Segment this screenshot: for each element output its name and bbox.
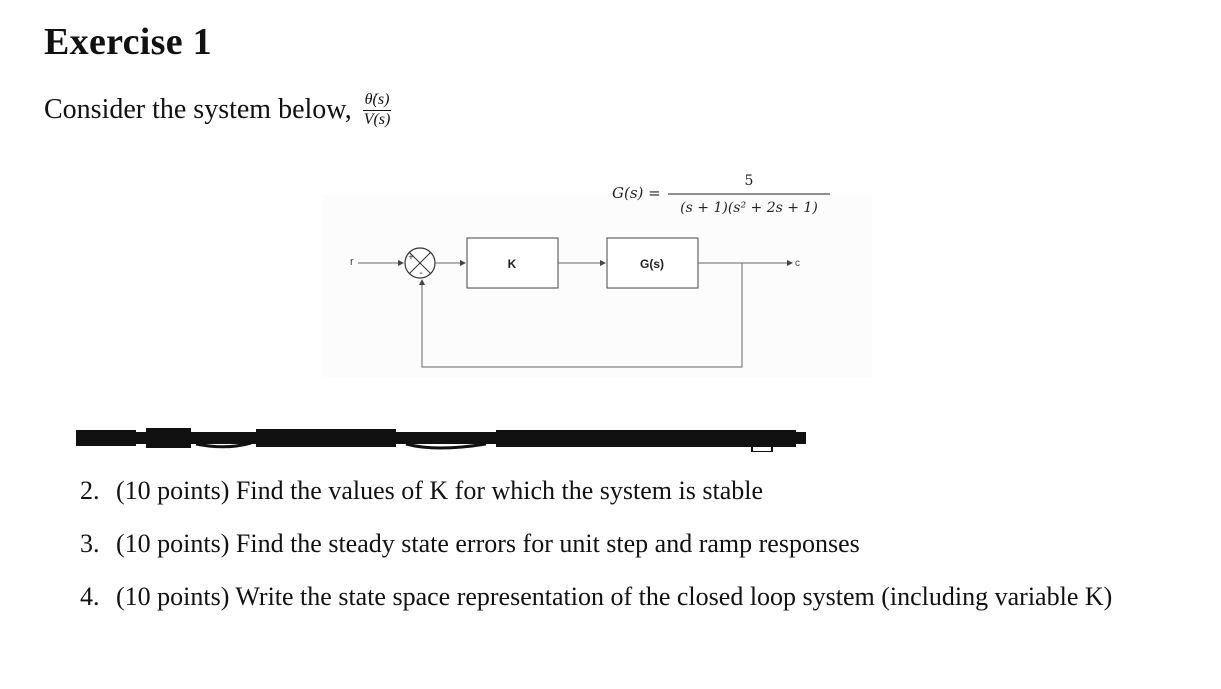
question-3: 3. (10 points) Find the steady state err… — [80, 527, 1160, 561]
intro-text: Consider the system below, — [44, 94, 352, 126]
summing-plus-sign: + — [408, 252, 413, 262]
tf-numerator: 5 — [745, 173, 754, 189]
fraction-numerator: θ̇(s) — [362, 91, 392, 111]
intro-line: Consider the system below, θ̇(s) V(s) — [44, 91, 393, 129]
tf-denominator: (s + 1)(s² + 2s + 1) — [680, 200, 818, 216]
question-text: (10 points) Find the steady state errors… — [116, 529, 860, 558]
tf-lhs: G(s) = — [612, 184, 661, 202]
redaction-scribble — [76, 428, 806, 452]
question-number: 2. — [80, 476, 100, 505]
input-label: r — [350, 256, 354, 268]
question-4: 4. (10 points) Write the state space rep… — [80, 580, 1160, 614]
summing-junction: + - — [404, 247, 436, 279]
fraction-denominator: V(s) — [363, 110, 391, 128]
g-block — [606, 237, 699, 289]
summing-minus-sign: - — [419, 268, 422, 279]
feedback-path — [419, 263, 743, 368]
question-text: (10 points) Find the values of K for whi… — [116, 476, 764, 505]
k-block-label: K — [508, 257, 517, 271]
transfer-fraction: θ̇(s) V(s) — [362, 91, 393, 129]
g-block-label: G(s) — [640, 257, 664, 271]
question-number: 4. — [80, 582, 100, 611]
question-number: 3. — [80, 529, 100, 558]
output-label: c — [795, 258, 800, 269]
diagram-background — [322, 195, 872, 377]
exercise-title: Exercise 1 — [44, 21, 212, 63]
question-2: 2. (10 points) Find the values of K for … — [80, 474, 1160, 508]
question-text: (10 points) Write the state space repres… — [116, 582, 1113, 611]
question-list: 2. (10 points) Find the values of K for … — [80, 474, 1160, 633]
